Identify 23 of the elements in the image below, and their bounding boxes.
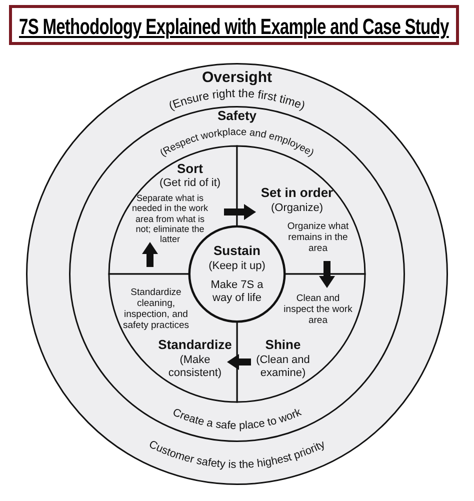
heading: Shine bbox=[264, 338, 302, 353]
description: Standardize cleaning, inspection, and safety practices bbox=[122, 288, 190, 332]
description: Make 7S a way of life bbox=[210, 279, 264, 304]
title: 7S Methodology Explained with Example and Case Study bbox=[19, 14, 449, 40]
heading: Oversight bbox=[200, 69, 274, 86]
description: Clean and inspect the work area bbox=[283, 294, 353, 327]
subtitle: (Make consistent) bbox=[167, 354, 223, 380]
subtitle: (Keep it up) bbox=[208, 260, 266, 273]
subtitle: (Clean and examine) bbox=[255, 354, 311, 380]
heading: Sustain bbox=[212, 244, 262, 259]
subtitle: (Organize) bbox=[270, 202, 324, 215]
description: Organize what remains in the area bbox=[286, 222, 350, 255]
block-arrow bbox=[142, 242, 158, 267]
heading: Standardize bbox=[157, 338, 233, 353]
heading: Sort bbox=[176, 162, 204, 177]
ring-caption: Create a safe place to work bbox=[170, 406, 304, 432]
block-arrow bbox=[319, 261, 335, 288]
block-arrow bbox=[227, 354, 251, 370]
description: Separate what is needed in the work area from what is not; eliminate the latter bbox=[130, 193, 210, 245]
subtitle: (Get rid of it) bbox=[158, 177, 222, 190]
heading: Set in order bbox=[260, 186, 334, 201]
heading: Safety bbox=[216, 109, 258, 124]
block-arrow bbox=[224, 204, 256, 220]
